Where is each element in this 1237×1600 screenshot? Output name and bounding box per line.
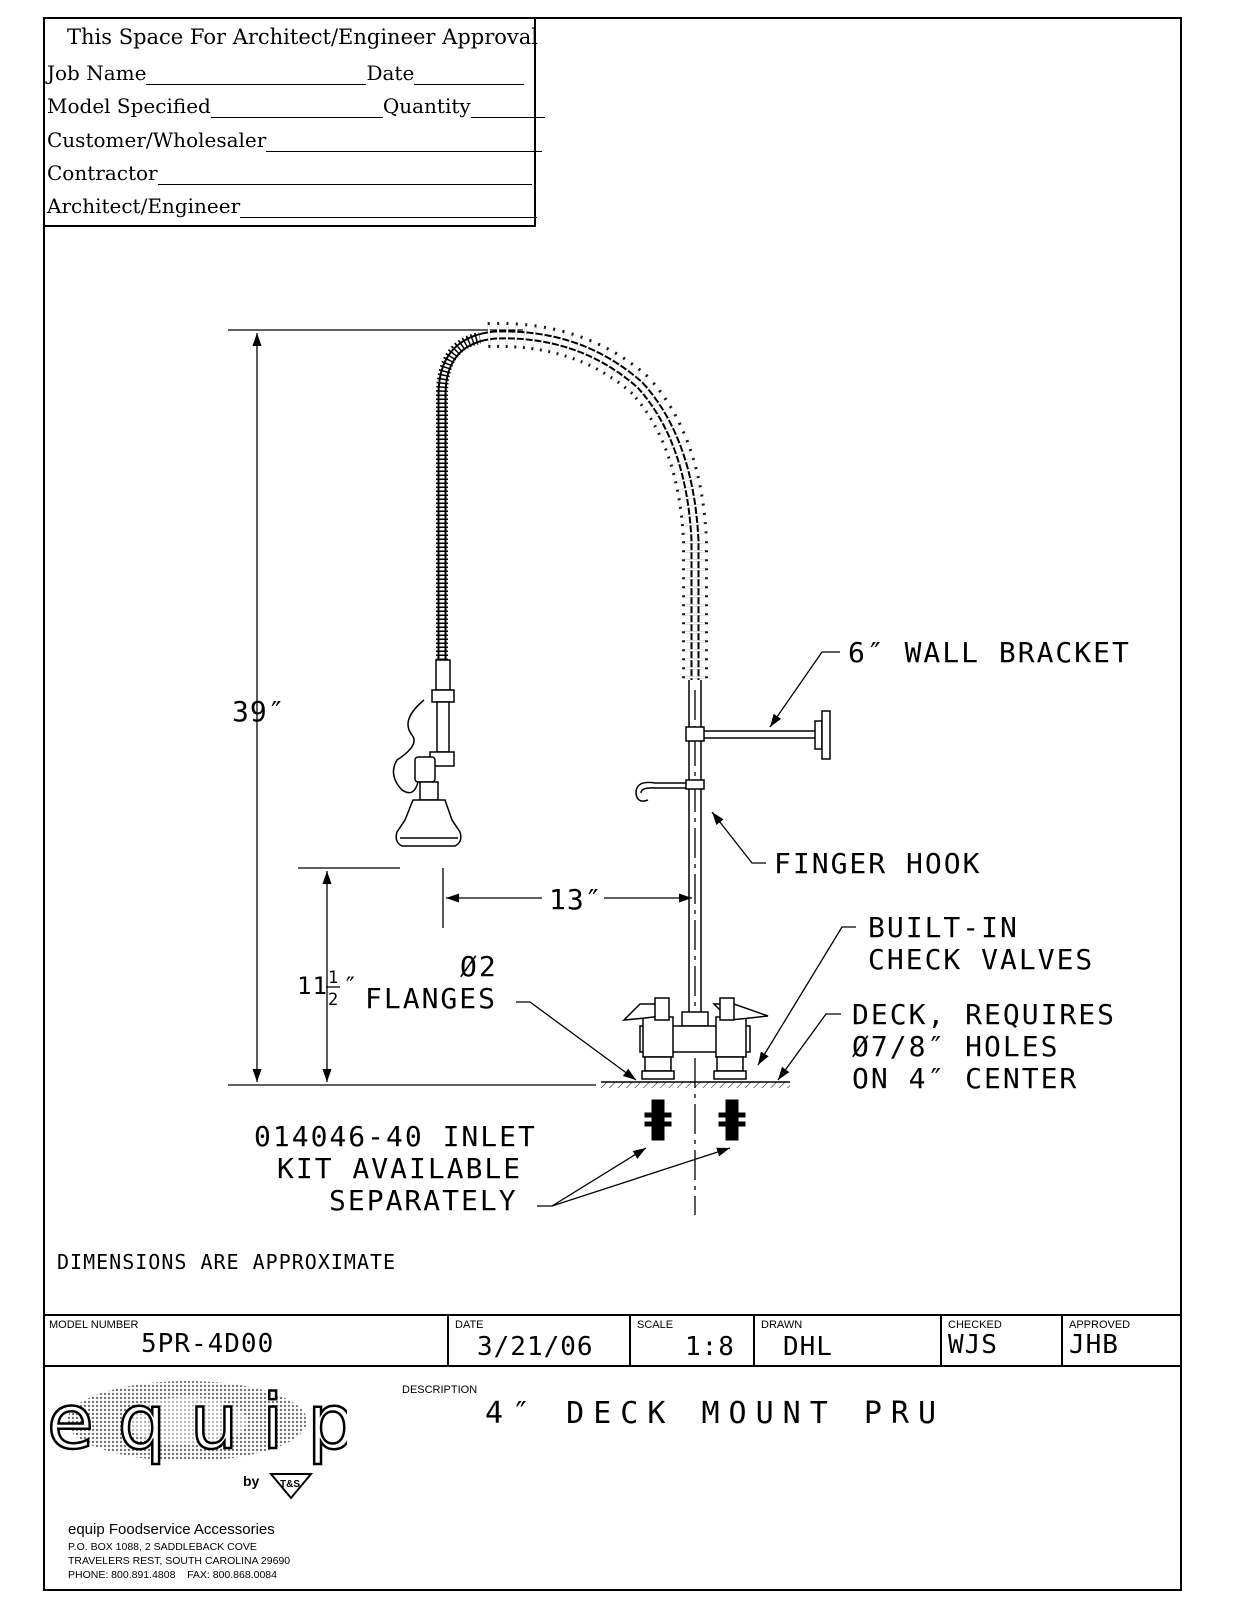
contractor-row: Contractor — [47, 161, 532, 185]
spout-height-dimension — [298, 867, 400, 1082]
spout-dimension-whole: 11 — [297, 972, 328, 1000]
job-name-label: Job Name — [47, 61, 147, 85]
scale-cell: SCALE 1:8 — [631, 1316, 755, 1365]
contractor-line — [157, 166, 532, 185]
description-label: DESCRIPTION — [402, 1384, 478, 1396]
wall-bracket-callout: 6″ WALL BRACKET — [848, 636, 1131, 669]
approved-cell: APPROVED JHB — [1063, 1316, 1182, 1365]
model-specified-line — [210, 99, 383, 118]
model-specified-row: Model Specified Quantity — [47, 94, 545, 118]
approval-heading: This Space For Architect/Engineer Approv… — [67, 25, 538, 49]
drawn-cell: DRAWN DHL — [755, 1316, 942, 1365]
reach-dimension-label: 13″ — [549, 883, 603, 916]
model-number-value: 5PR-4D00 — [141, 1329, 275, 1359]
contractor-label: Contractor — [47, 161, 158, 185]
pre-rinse-spring — [436, 321, 708, 680]
spout-dimension-denominator: 2 — [328, 990, 339, 1010]
inlet-kit — [644, 1099, 746, 1141]
finger-hook — [635, 779, 705, 802]
drawn-value: DHL — [783, 1332, 833, 1362]
approved-value: JHB — [1069, 1330, 1119, 1360]
model-number-cell: MODEL NUMBER 5PR-4D00 — [43, 1316, 449, 1365]
deck-surface — [601, 1081, 790, 1088]
sheet-border — [43, 17, 1182, 1591]
approval-block: This Space For Architect/Engineer Approv… — [43, 17, 545, 227]
architect-label: Architect/Engineer — [47, 194, 241, 218]
model-number-label: MODEL NUMBER — [49, 1319, 139, 1331]
date-field-label: Date — [366, 61, 415, 85]
height-dimension-label: 39″ — [232, 695, 286, 728]
job-name-row: Job Name Date — [47, 61, 525, 85]
height-dimension — [228, 329, 596, 1086]
date-label: DATE — [455, 1319, 484, 1331]
date-value: 3/21/06 — [477, 1332, 594, 1362]
drawn-label: DRAWN — [761, 1319, 803, 1331]
deck-callout-line2: Ø7/8″ HOLES — [852, 1030, 1059, 1063]
check-valves-callout-line1: BUILT-IN — [868, 911, 1019, 944]
deck-callout-line1: DECK, REQUIRES — [852, 998, 1116, 1031]
spout-dimension-numerator: 1 — [328, 968, 339, 988]
check-valves-callout-line2: CHECK VALVES — [868, 943, 1094, 976]
approximate-dimensions-note: DIMENSIONS ARE APPROXIMATE — [57, 1250, 397, 1274]
leader-lines — [516, 651, 856, 1207]
job-name-line — [146, 66, 367, 85]
architect-row: Architect/Engineer — [47, 194, 538, 218]
architect-line — [240, 199, 538, 218]
scale-value: 1:8 — [685, 1332, 735, 1362]
description-value: 4″ DECK MOUNT PRU — [485, 1396, 946, 1431]
inlet-kit-callout-line3: SEPARATELY — [329, 1184, 518, 1217]
title-block: MODEL NUMBER 5PR-4D00 DATE 3/21/06 SCALE… — [43, 1314, 1182, 1367]
inlet-kit-callout-line1: 014046-40 INLET — [254, 1120, 537, 1153]
customer-label: Customer/Wholesaler — [47, 128, 267, 152]
checked-value: WJS — [948, 1330, 998, 1360]
logo-by: by — [243, 1473, 260, 1489]
model-specified-label: Model Specified — [47, 94, 211, 118]
equip-logo: equip by T&S — [47, 1376, 347, 1500]
company-address-line2: TRAVELERS REST, SOUTH CAROLINA 29690 — [68, 1555, 291, 1567]
ts-logo-icon: T&S — [280, 1479, 300, 1490]
company-info: equip Foodservice Accessories P.O. BOX 1… — [68, 1521, 290, 1582]
deck-callout-line3: ON 4″ CENTER — [852, 1062, 1078, 1095]
finger-hook-callout: FINGER HOOK — [774, 847, 981, 880]
scale-label: SCALE — [637, 1319, 674, 1331]
company-address-line1: P.O. BOX 1088, 2 SADDLEBACK COVE — [68, 1541, 257, 1553]
wall-bracket — [685, 710, 831, 760]
spout-dimension-unit: ″ — [343, 972, 358, 1000]
date-field-line — [414, 66, 525, 85]
customer-line — [266, 133, 543, 152]
flanges-callout-line1: Ø2 — [460, 950, 498, 983]
date-cell: DATE 3/21/06 — [449, 1316, 631, 1365]
spray-valve — [392, 659, 462, 847]
checked-label: CHECKED — [948, 1319, 1002, 1331]
company-name: equip Foodservice Accessories — [68, 1521, 275, 1538]
checked-cell: CHECKED WJS — [942, 1316, 1063, 1365]
approved-label: APPROVED — [1069, 1319, 1131, 1331]
customer-row: Customer/Wholesaler — [47, 128, 543, 152]
logo-wordmark: equip — [47, 1377, 347, 1466]
quantity-line — [470, 99, 545, 118]
deck-faucet-body — [621, 997, 769, 1080]
flanges-callout-line2: FLANGES — [365, 982, 497, 1015]
reach-dimension — [442, 868, 692, 928]
inlet-kit-callout-line2: KIT AVAILABLE — [277, 1152, 522, 1185]
company-phone-fax: PHONE: 800.891.4808 FAX: 800.868.0084 — [68, 1569, 277, 1581]
quantity-label: Quantity — [382, 94, 471, 118]
